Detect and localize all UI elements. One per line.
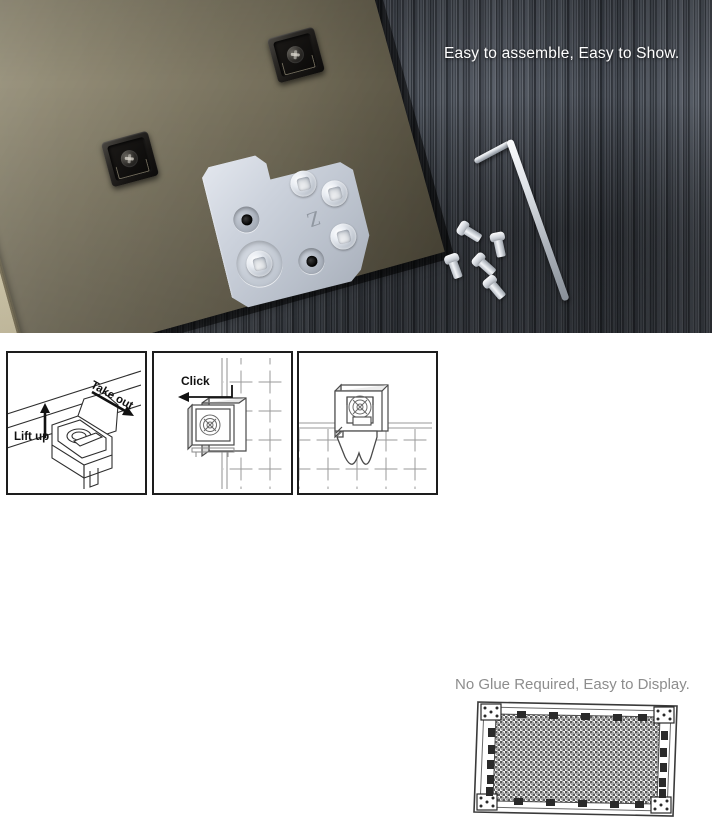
step-panel-1: Lift up Take out [6,351,147,495]
headline-top: Easy to assemble, Easy to Show. [444,45,680,62]
product-photo: Z Easy to assemble, Easy to Show. [0,0,712,333]
step-panel-3 [297,351,438,495]
instruction-section: Lift up Take out [0,333,712,817]
product-info-graphic: Z Easy to assemble, Easy to Show. [0,0,712,495]
assembled-frame-diagram [470,696,685,821]
label-click: Click [181,374,210,388]
label-lift-up: Lift up [14,431,49,443]
step-panel-2: Click [152,351,293,495]
headline-bottom: No Glue Required, Easy to Display. [455,676,690,693]
hex-key-icon [470,118,670,302]
